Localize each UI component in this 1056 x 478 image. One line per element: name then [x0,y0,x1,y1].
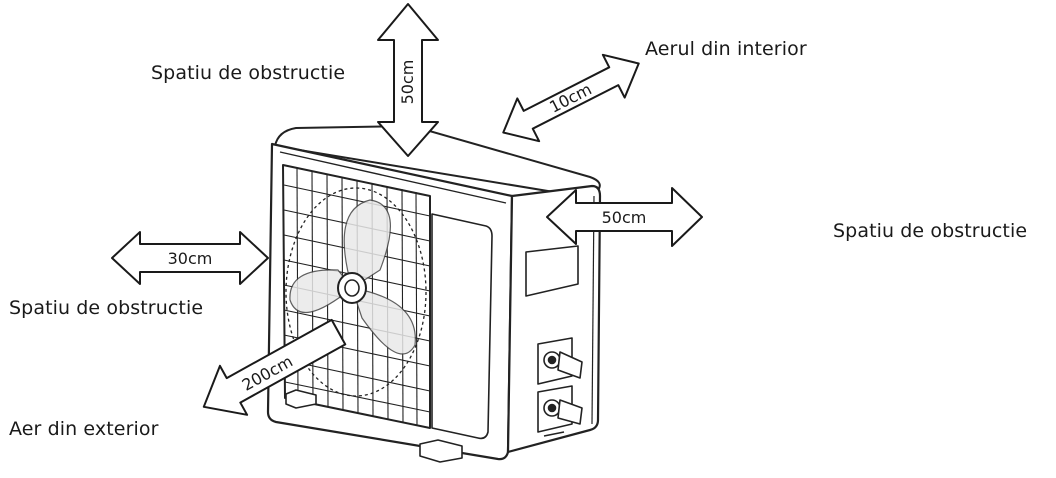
top-clearance-arrow [377,3,439,157]
label-right-obstruction: Spatiu de obstructie [833,220,1028,242]
fan-grille-frame [282,164,431,429]
unit-side-face [506,184,602,454]
fan-blades [289,199,416,355]
label-indoor-air: Aerul din interior [645,38,807,60]
label-top-left-obstruction: Spatiu de obstructie [151,62,346,84]
unit-foot-right [419,439,463,463]
back-clearance-value: 10cm [546,79,594,116]
refrigerant-valves [537,337,583,437]
side-handle-recess [525,245,579,297]
back-clearance-arrow [502,53,640,143]
unit-top-surface [274,125,601,194]
left-clearance-value: 30cm [168,249,213,268]
right-clearance-value: 50cm [602,208,647,227]
left-clearance-arrow [111,231,269,285]
outdoor-unit [266,125,602,463]
fan-hub [337,272,367,304]
label-left-obstruction: Spatiu de obstructie [9,297,204,319]
label-outdoor-air: Aer din exterior [9,418,159,440]
front-airflow-arrow [202,318,347,416]
right-clearance-arrow [546,187,703,247]
top-clearance-value: 50cm [398,60,417,105]
unit-foot-left [285,389,317,409]
